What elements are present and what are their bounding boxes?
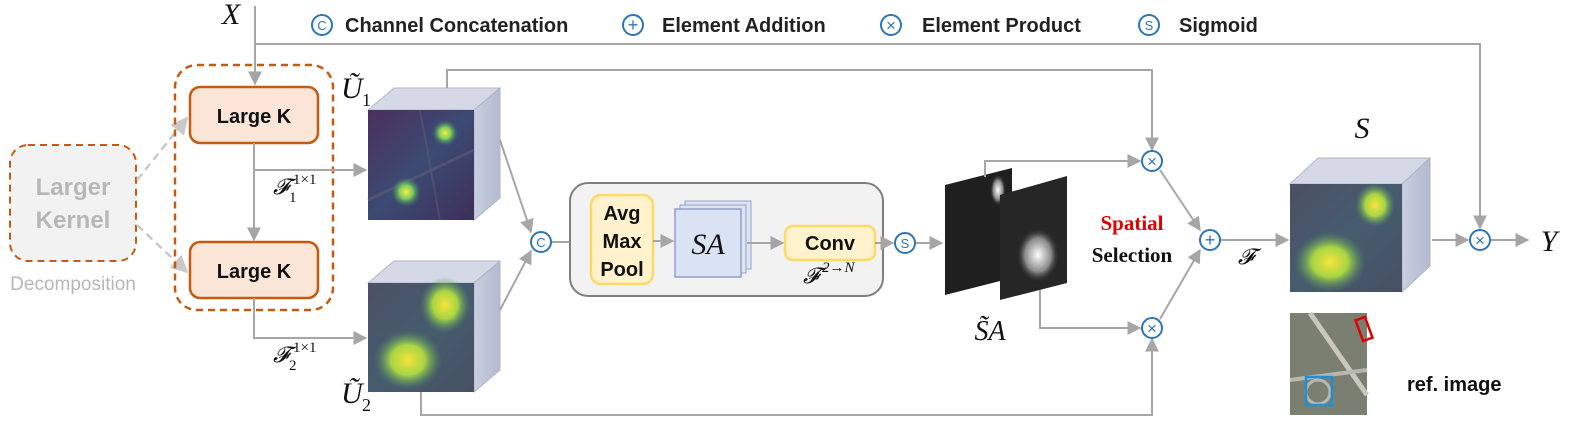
svg-text:×: × [1147, 152, 1157, 171]
svg-text:1×1: 1×1 [293, 172, 316, 188]
concat-node: C [530, 231, 552, 253]
svg-text:1: 1 [289, 190, 297, 206]
sigmoid-legend-icon [1138, 14, 1160, 36]
larger-kernel-block: Larger Kernel Decomposition [9, 144, 137, 295]
conv-box: Conv [783, 224, 877, 262]
decomposition-caption: Decomposition [10, 274, 136, 295]
large-k-bottom-label: Large K [217, 261, 292, 283]
pool-box: Avg Max Pool [589, 193, 655, 286]
product-node-top: × [1141, 150, 1163, 172]
f-label: 𝓕 [1238, 244, 1262, 269]
svg-text:Conv: Conv [805, 233, 856, 255]
large-k-arrows [247, 143, 368, 345]
svg-text:Avg: Avg [603, 203, 640, 225]
u2-label: Ũ 2 [341, 377, 371, 415]
svg-text:S: S [901, 236, 910, 251]
sa-internal-arrows [653, 234, 944, 250]
f1-label: 𝓕 1 1×1 [273, 172, 316, 206]
svg-text:S̃A: S̃A [974, 316, 1006, 347]
sa-tilde-label: S̃A [974, 316, 1006, 347]
svg-text:Pool: Pool [600, 259, 643, 281]
svg-text:×: × [1147, 319, 1157, 338]
product-legend-label: Element Product [922, 15, 1081, 37]
concat-legend-icon [311, 14, 333, 36]
spatial-label: Spatial [1100, 211, 1163, 235]
svg-text:×: × [1475, 231, 1485, 250]
s-feature-cube [1288, 156, 1432, 294]
concat-legend-symbol: C [317, 18, 326, 33]
concat-legend-label: Channel Concatenation [345, 15, 568, 37]
s-label: S [1355, 112, 1370, 145]
legend: C Channel Concatenation + Element Additi… [311, 14, 1258, 37]
svg-text:+: + [1205, 230, 1216, 250]
selection-label: Selection [1092, 243, 1173, 267]
sa-stack: SA [674, 200, 752, 278]
sigmoid-legend-symbol: S [1145, 18, 1154, 33]
larger-kernel-line2: Kernel [36, 207, 111, 234]
svg-text:C: C [536, 235, 545, 250]
add-node: + [1199, 229, 1221, 251]
svg-text:Ũ: Ũ [341, 72, 365, 105]
svg-text:Ũ: Ũ [341, 377, 365, 410]
sigmoid-node: S [894, 232, 916, 254]
product-node-final: × [1469, 229, 1491, 251]
u1-feature-cube [366, 86, 502, 222]
large-k-bottom-box: Large K [188, 240, 320, 300]
input-lines [248, 6, 1487, 230]
svg-text:2→N: 2→N [822, 260, 856, 276]
sigmoid-legend-label: Sigmoid [1179, 15, 1258, 37]
svg-text:Max: Max [603, 231, 642, 253]
product-node-bottom: × [1141, 317, 1163, 339]
svg-text:2: 2 [289, 358, 297, 374]
u2-feature-cube [366, 259, 502, 394]
sa-tilde-maps [945, 168, 1067, 300]
large-k-top-label: Large K [217, 106, 292, 128]
ref-image-label: ref. image [1407, 374, 1501, 396]
f2-label: 𝓕 2 1×1 [273, 340, 316, 374]
larger-kernel-line1: Larger [36, 174, 111, 201]
reference-image [1289, 311, 1375, 415]
sa-label: SA [691, 228, 725, 261]
input-x-label: X [221, 0, 242, 31]
add-legend-icon [622, 14, 644, 36]
svg-text:2: 2 [362, 395, 371, 415]
u1-label: Ũ 1 [341, 72, 371, 110]
product-legend-icon [880, 14, 902, 36]
add-legend-label: Element Addition [662, 15, 826, 37]
output-y-label: Y [1541, 225, 1561, 258]
svg-text:1: 1 [362, 90, 371, 110]
decomposition-arrows [136, 116, 189, 274]
large-k-top-box: Large K [188, 85, 320, 145]
add-legend-symbol: + [628, 15, 639, 35]
svg-text:1×1: 1×1 [293, 340, 316, 356]
selection-arrows [420, 69, 1530, 416]
product-legend-symbol: × [886, 16, 896, 35]
